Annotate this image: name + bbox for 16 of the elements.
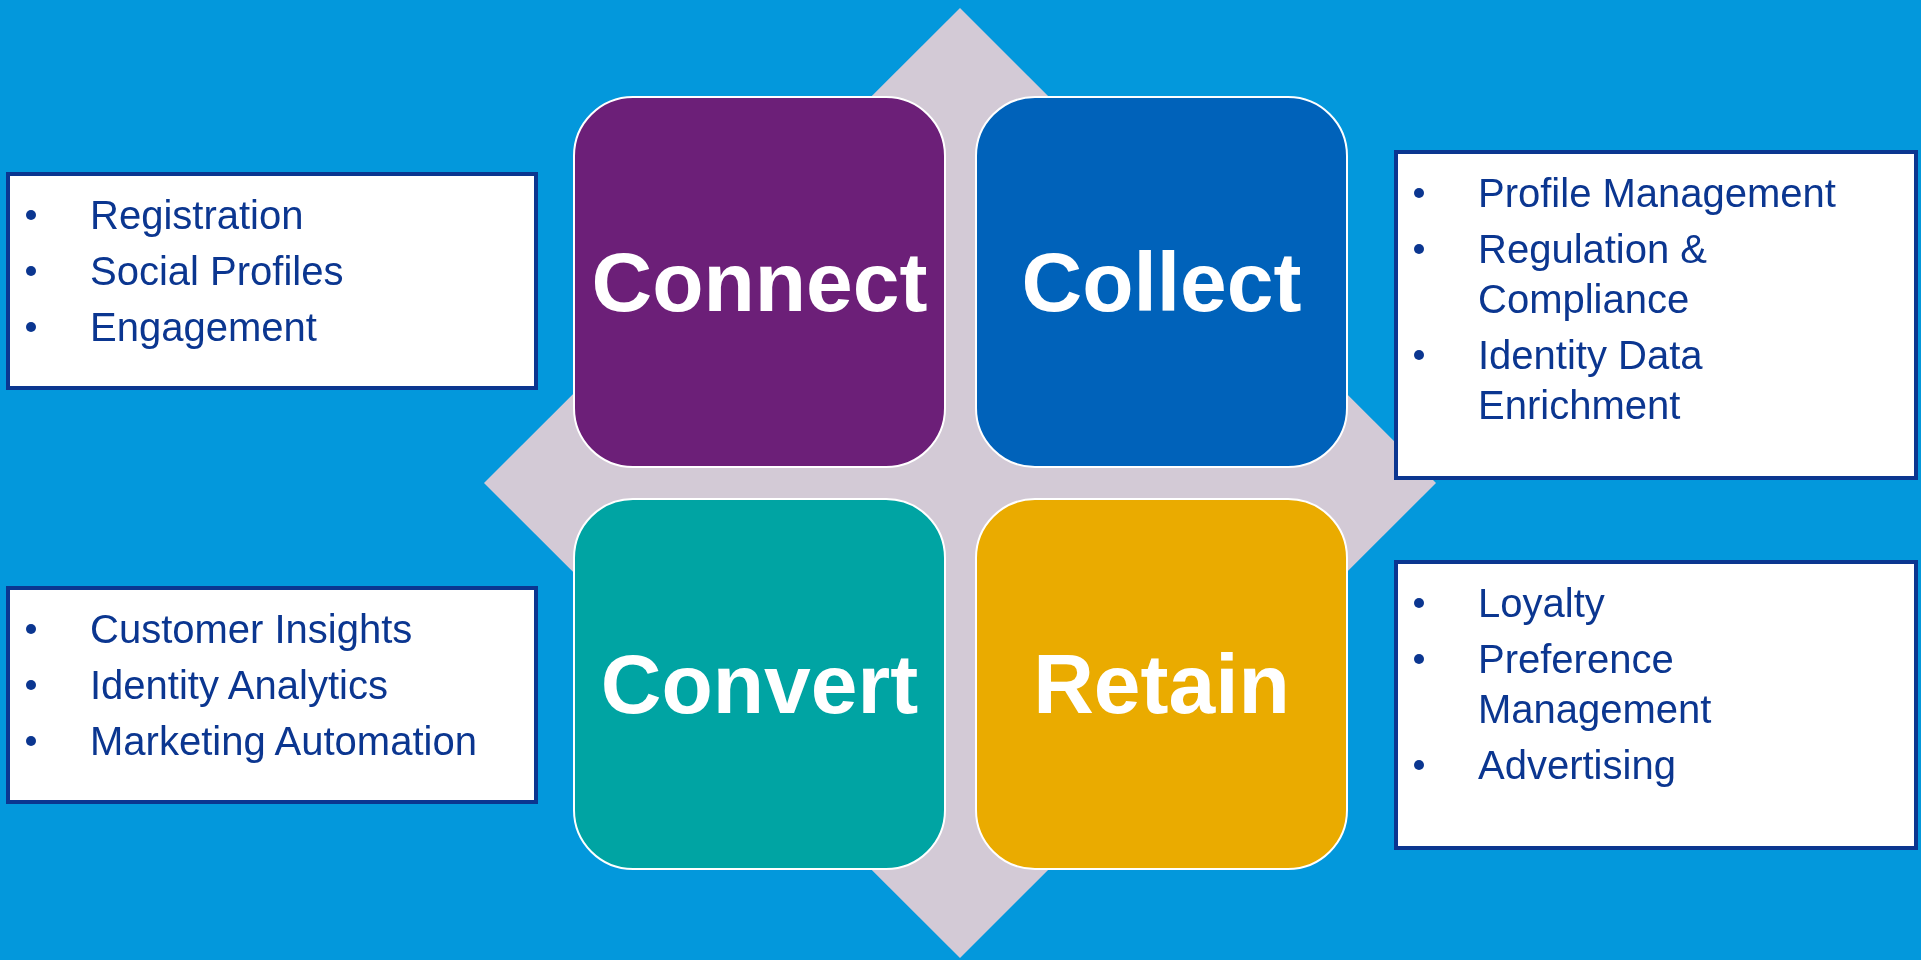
bullet-text: Social Profiles <box>90 249 344 293</box>
bullet-text: Engagement <box>90 305 317 349</box>
bullet-text: Identity Data Enrichment <box>1478 333 1703 427</box>
bullet-text: Profile Management <box>1478 171 1836 215</box>
feature-list-box <box>1394 560 1918 850</box>
bullet-text: Identity Analytics <box>90 663 388 707</box>
bullet-text: Registration <box>90 193 304 237</box>
bullet-text: Marketing Automation <box>90 719 477 763</box>
bullet-text: Loyalty <box>1478 581 1605 625</box>
bullet-text: Advertising <box>1478 743 1676 787</box>
bullet-text: Regulation & Compliance <box>1478 227 1708 321</box>
feature-list-box <box>1394 150 1918 480</box>
bullet-text: Customer Insights <box>90 607 413 651</box>
feature-list-box <box>6 586 538 804</box>
feature-list-box <box>6 172 538 390</box>
bullet-text: Preference Management <box>1478 637 1712 731</box>
